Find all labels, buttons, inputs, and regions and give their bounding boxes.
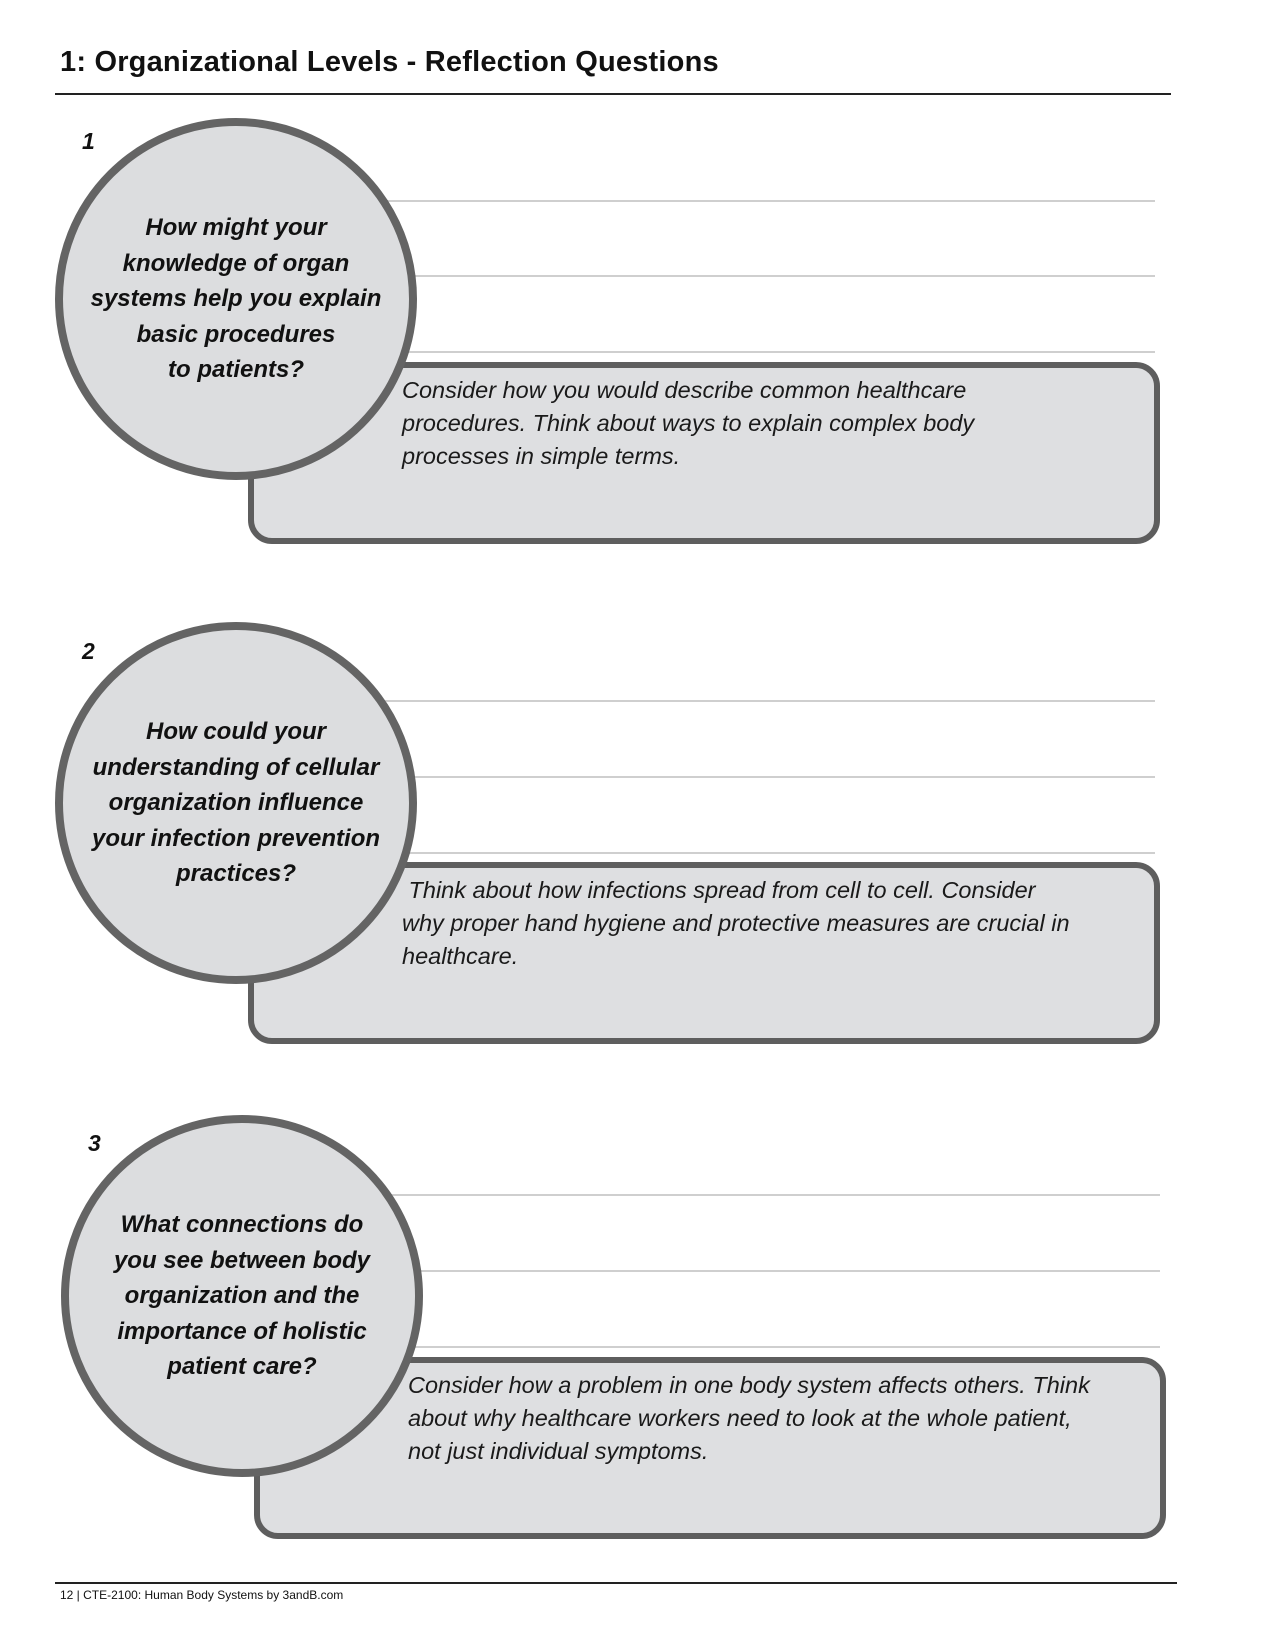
answer-line[interactable] [365,275,1155,277]
answer-line[interactable] [365,351,1155,353]
question-block-2: 2 Think about how infections spread from… [0,622,1275,1096]
answer-line[interactable] [365,852,1155,854]
hint-box [254,1357,1166,1539]
answer-line[interactable] [365,776,1155,778]
hint-text: Consider how a problem in one body syste… [408,1372,1090,1464]
hint-box [248,362,1160,544]
question-text: How might your knowledge of organ system… [90,214,382,384]
hint-text: Consider how you would describe common h… [402,377,975,469]
question-number: 1 [82,128,95,154]
question-number: 2 [82,638,95,664]
page-title: 1: Organizational Levels - Reflection Qu… [60,46,719,78]
question-circle: How might your knowledge of organ system… [55,118,417,480]
answer-line[interactable] [365,700,1155,702]
question-number: 3 [88,1130,101,1156]
answer-line[interactable] [365,200,1155,202]
question-block-3: 3 Consider how a problem in one body sys… [0,1115,1275,1588]
answer-line[interactable] [370,1346,1160,1348]
hint-box [248,862,1160,1044]
question-text: What connections do you see between body… [113,1211,371,1381]
answer-line[interactable] [370,1270,1160,1272]
answer-line[interactable] [370,1194,1160,1196]
question-block-1: 1 Consider how you would describe common… [0,118,1275,588]
footer-divider [55,1582,1177,1584]
question-circle: How could your understanding of cellular… [55,622,417,984]
title-divider [55,93,1171,95]
question-text: How could your understanding of cellular… [91,718,381,888]
footer-text: 12 | CTE-2100: Human Body Systems by 3an… [60,1588,344,1602]
hint-text: Think about how infections spread from c… [402,877,1070,969]
question-circle: What connections do you see between body… [61,1115,423,1477]
